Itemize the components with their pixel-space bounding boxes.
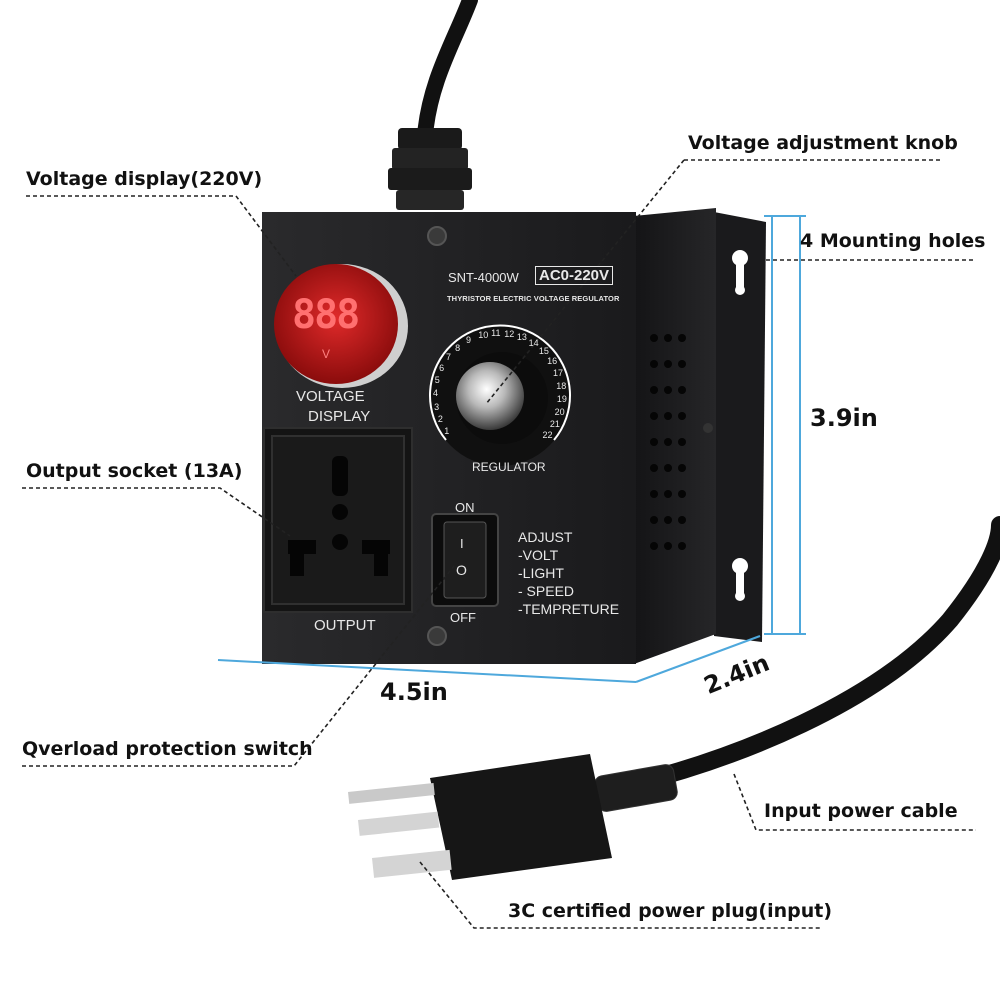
device-side bbox=[634, 208, 716, 664]
switch-on-label: ON bbox=[455, 500, 475, 515]
switch-off-glyph[interactable]: O bbox=[456, 562, 467, 578]
dial-number: 3 bbox=[434, 401, 440, 412]
callout-mounting-holes: 4 Mounting holes bbox=[800, 230, 986, 252]
dial-number: 20 bbox=[554, 406, 565, 417]
dial-number: 14 bbox=[528, 337, 539, 348]
display-label-2: DISPLAY bbox=[308, 408, 371, 425]
dial-number: 17 bbox=[552, 368, 563, 379]
dial-number: 11 bbox=[491, 328, 501, 339]
dial-number: 15 bbox=[538, 346, 549, 357]
leader-lines bbox=[22, 159, 976, 929]
adjust-line: -LIGHT bbox=[518, 565, 564, 581]
regulator-label: REGULATOR bbox=[472, 460, 546, 474]
adjust-line: -VOLT bbox=[518, 547, 559, 563]
display-digits: 888 bbox=[292, 292, 360, 338]
switch-off-label: OFF bbox=[450, 610, 476, 625]
plug-strain-relief bbox=[594, 764, 678, 812]
rocker-switch bbox=[431, 513, 499, 607]
dimension-width: 4.5in bbox=[380, 678, 448, 706]
output-label: OUTPUT bbox=[314, 617, 376, 634]
dial-number: 8 bbox=[455, 342, 461, 353]
dial-number: 13 bbox=[516, 332, 527, 342]
dial-number: 12 bbox=[504, 328, 515, 339]
knob bbox=[456, 352, 548, 444]
screw-bottom bbox=[427, 626, 447, 646]
callout-output-socket: Output socket (13A) bbox=[26, 460, 243, 482]
dimension-lines bbox=[217, 215, 806, 683]
dial-number: 22 bbox=[542, 429, 553, 440]
dial-number: 18 bbox=[556, 380, 567, 391]
model-label: SNT-4000W bbox=[448, 270, 519, 285]
callout-plug: 3C certified power plug(input) bbox=[508, 900, 833, 922]
display-unit: V bbox=[322, 347, 331, 361]
range-label: AC0-220V bbox=[535, 266, 614, 285]
display-label-1: VOLTAGE bbox=[296, 388, 365, 405]
top-cable bbox=[417, 0, 478, 143]
dial-number: 5 bbox=[434, 375, 440, 386]
regulator-subtitle: THYRISTOR ELECTRIC VOLTAGE REGULATOR bbox=[447, 294, 620, 303]
voltage-display bbox=[274, 264, 408, 388]
dial-number: 4 bbox=[433, 388, 439, 399]
switch-on-glyph[interactable]: I bbox=[460, 536, 464, 551]
power-plug bbox=[348, 754, 612, 880]
adjust-line: ADJUST bbox=[518, 529, 573, 545]
dial-number: 7 bbox=[446, 351, 452, 362]
adjust-line: -TEMPRETURE bbox=[518, 601, 620, 617]
dial-number: 10 bbox=[478, 330, 489, 341]
dial-number: 1 bbox=[444, 425, 450, 436]
dial-number: 19 bbox=[556, 393, 567, 404]
dial-number: 6 bbox=[439, 363, 445, 374]
dial-number: 21 bbox=[549, 418, 560, 429]
callout-voltage-display: Voltage display(220V) bbox=[26, 168, 263, 190]
dial-number: 9 bbox=[466, 335, 472, 346]
adjust-line: - SPEED bbox=[518, 583, 575, 599]
adjust-list: ADJUST -VOLT -LIGHT - SPEED -TEMPRETURE bbox=[518, 528, 619, 618]
callout-switch: Qverload protection switch bbox=[22, 738, 313, 760]
dimension-height: 3.9in bbox=[810, 404, 878, 432]
cable-gland bbox=[388, 128, 472, 210]
side-vents bbox=[650, 334, 686, 550]
output-socket bbox=[263, 427, 413, 613]
mounting-bracket bbox=[714, 212, 766, 642]
dial-number: 16 bbox=[547, 356, 558, 367]
plug-cable bbox=[599, 516, 1000, 799]
dial-number: 2 bbox=[437, 414, 443, 425]
callout-knob: Voltage adjustment knob bbox=[688, 132, 958, 154]
callout-cable: Input power cable bbox=[764, 800, 958, 822]
screw-top bbox=[427, 226, 447, 246]
